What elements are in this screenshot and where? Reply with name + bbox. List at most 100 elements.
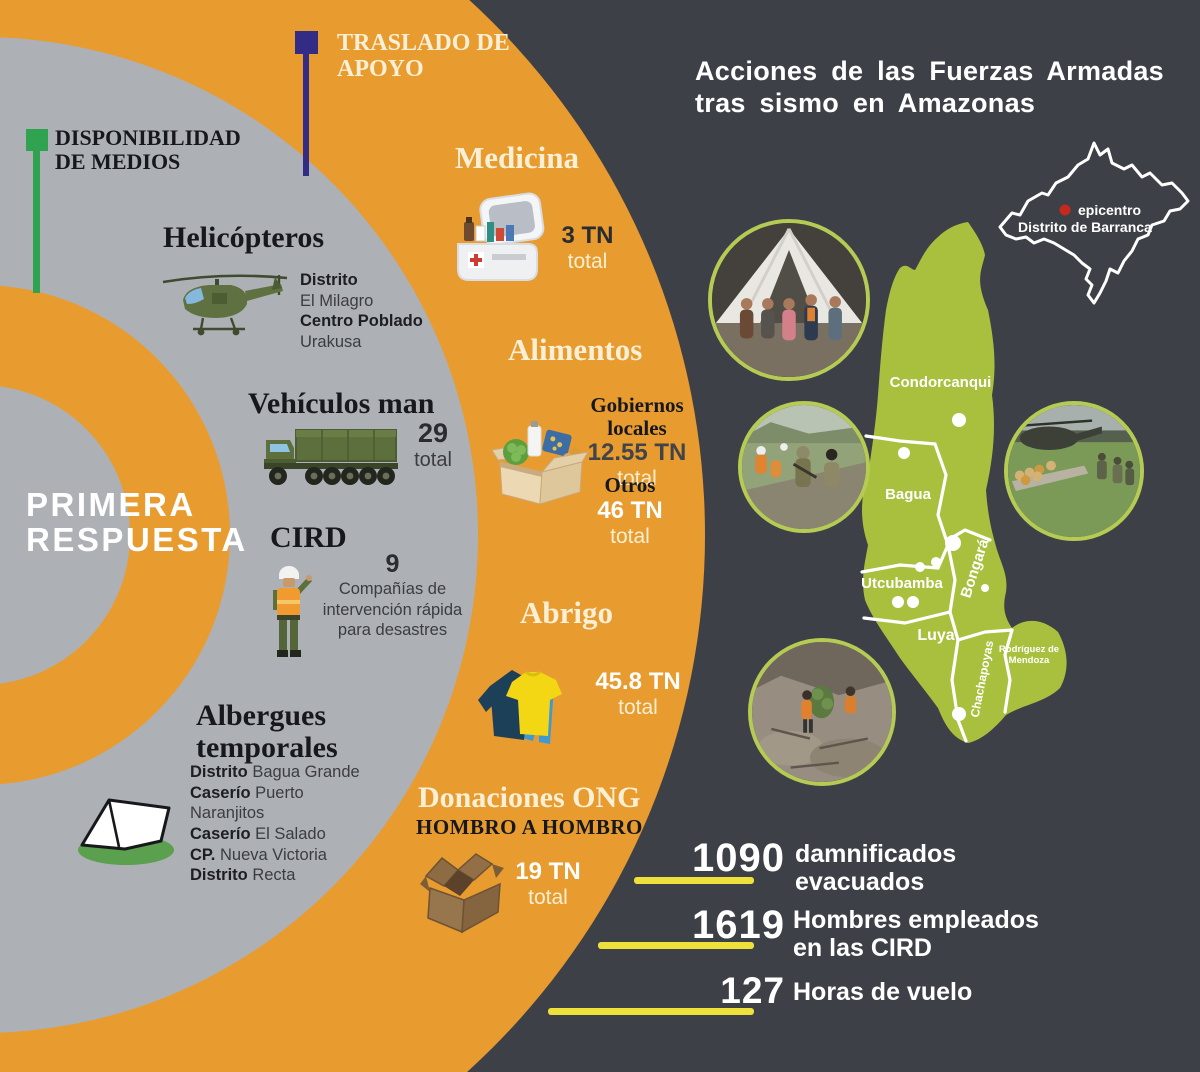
- donation-box-illustration: [420, 853, 504, 934]
- traslado-header-line2: APOYO: [337, 55, 424, 82]
- tent-illustration: [78, 798, 174, 865]
- helicopteros-details: Distrito El Milagro Centro Poblado Uraku…: [300, 270, 423, 353]
- primera-line1: PRIMERA: [26, 486, 196, 523]
- traslado-marker-line: [303, 52, 309, 176]
- epicenter-dot: [1059, 204, 1071, 216]
- medicina-amount: 3 TN: [561, 222, 614, 249]
- albergue-line: Caserío El Salado: [190, 824, 326, 843]
- border-bongara-rdm: [956, 628, 1014, 642]
- amazonas-map: [860, 222, 1067, 743]
- amazonas-region-shape: [862, 222, 1067, 743]
- donaciones-subtitle: HOMBRO A HOMBRO: [416, 815, 643, 839]
- cird-title: CIRD: [270, 521, 347, 554]
- alimentos-amount-label-1: total: [617, 467, 657, 491]
- vehiculos-title: Vehículos man: [248, 387, 435, 420]
- traslado-header-line1: TRASLADO DE: [337, 30, 510, 56]
- province-label-utcubamba: Utcubamba: [861, 575, 943, 592]
- alimentos-amount-label-2: total: [610, 524, 650, 548]
- border-chachapoyas-left: [950, 638, 968, 743]
- disponibilidad-header-line1: DISPONIBILIDAD: [55, 125, 241, 150]
- albergues-title-line2: temporales: [196, 731, 338, 765]
- albergues-title-line1: Albergues: [196, 699, 326, 732]
- cird-count: 9: [385, 550, 400, 578]
- cird-count-block: 9 Compañías de intervención rápida para …: [320, 550, 465, 641]
- disponibilidad-marker-line: [33, 148, 40, 293]
- heli-detail-label: Centro Poblado: [300, 312, 423, 331]
- stat-label-hombres: Hombres empleados en las CIRD: [793, 906, 1039, 962]
- stat-value-hombres: 1619: [692, 903, 785, 947]
- stat-label-horas: Horas de vuelo: [793, 978, 973, 1006]
- province-label-condorcanqui: Condorcanqui: [889, 374, 992, 391]
- medicina-amount-label: total: [567, 250, 608, 273]
- stat-value-horas: 127: [720, 970, 785, 1011]
- alimentos-amount-1: 12.55 TN: [587, 439, 687, 467]
- vehiculos-count-label: total: [414, 449, 452, 471]
- page-title-line2: tras sismo en Amazonas: [695, 88, 1036, 119]
- photo-landslide: [748, 638, 896, 786]
- page-title-line1: Acciones de las Fuerzas Armadas: [695, 56, 1164, 86]
- stat-value-evacuados: 1090: [692, 836, 785, 880]
- border-utcubamba-top: [860, 563, 940, 574]
- border-bagua-top: [864, 434, 937, 446]
- soldier-illustration: [273, 566, 312, 657]
- primera-line2: RESPUESTA: [26, 520, 248, 558]
- albergues-details: Distrito Bagua Grande Caserío Puerto Nar…: [190, 762, 368, 886]
- traslado-marker-square: [295, 31, 318, 54]
- map-location-dots: [892, 413, 989, 721]
- disponibilidad-marker-square: [26, 129, 48, 151]
- albergue-line: Distrito Bagua Grande: [190, 763, 360, 781]
- province-label-bagua: Bagua: [885, 486, 931, 503]
- albergue-line: Caserío Puerto Naranjitos: [190, 783, 304, 823]
- border-rdm-left: [1003, 628, 1014, 714]
- photo-tent-evacuees: [708, 219, 870, 381]
- alimentos-entry-2: Otros 46 TN total: [575, 474, 685, 549]
- border-bongara-left: [946, 543, 960, 642]
- province-label-luya: Luya: [917, 627, 955, 644]
- abrigo-amount-block: 45.8 TN total: [583, 668, 693, 720]
- truck-illustration: [264, 429, 398, 485]
- donaciones-amount-label: total: [528, 886, 568, 909]
- heli-detail-value: El Milagro: [300, 291, 374, 310]
- disponibilidad-header: DISPONIBILIDAD DE MEDIOS: [55, 126, 241, 174]
- stat-label-evacuados: damnificados evacuados: [795, 840, 957, 896]
- traslado-header: TRASLADO DE APOYO: [337, 30, 510, 83]
- epicenter-sublabel: Distrito de Barranca: [1018, 219, 1152, 235]
- foodbox-illustration: [491, 421, 589, 505]
- photo-rescue-workers: [738, 401, 870, 533]
- province-label-rodriguez-de-mendoza: Rodríguez de Mendoza: [998, 644, 1060, 667]
- helicopter-illustration: [162, 274, 288, 336]
- donaciones-amount-block: 19 TN total: [503, 858, 593, 910]
- heli-detail-label: Distrito: [300, 271, 358, 289]
- heli-detail-value: Urakusa: [300, 332, 362, 351]
- albergue-line: Distrito Recta: [190, 866, 296, 885]
- albergues-title: Albergues temporales: [196, 699, 338, 765]
- loreto-outline-map: [998, 141, 1190, 305]
- page-title: Acciones de las Fuerzas Armadas tras sis…: [695, 55, 1165, 120]
- border-bagua-right: [933, 442, 950, 570]
- stat-line-evacuados: [634, 877, 754, 884]
- medicina-title: Medicina: [455, 140, 579, 175]
- medkit-illustration: [457, 192, 545, 281]
- donaciones-title: Donaciones ONG: [418, 781, 641, 814]
- alimentos-title: Alimentos: [508, 332, 643, 367]
- disponibilidad-header-line2: DE MEDIOS: [55, 148, 181, 174]
- alimentos-amount-2: 46 TN: [597, 496, 663, 524]
- photo-helicopter-field: [1004, 401, 1144, 541]
- albergue-line: CP. Nueva Victoria: [190, 845, 327, 864]
- clothes-illustration: [478, 670, 562, 744]
- vehiculos-count: 29: [417, 418, 449, 448]
- donaciones-amount: 19 TN: [515, 858, 581, 885]
- stat-line-hombres: [598, 942, 754, 949]
- epicenter-label: epicentro: [1078, 202, 1142, 218]
- helicopteros-title: Helicópteros: [163, 221, 325, 254]
- alimentos-entry-1: Gobiernos locales 12.55 TN total: [558, 394, 716, 491]
- abrigo-amount: 45.8 TN: [595, 668, 681, 695]
- alimentos-source-2: Otros: [604, 473, 656, 497]
- medicina-amount-block: 3 TN total: [545, 222, 630, 274]
- vehiculos-count-block: 29 total: [398, 418, 468, 472]
- alimentos-source-1: Gobiernos locales: [590, 393, 684, 440]
- cird-desc: Compañías de intervención rápida para de…: [322, 580, 463, 640]
- border-utcubamba-luya: [862, 610, 952, 625]
- abrigo-title: Abrigo: [520, 595, 613, 630]
